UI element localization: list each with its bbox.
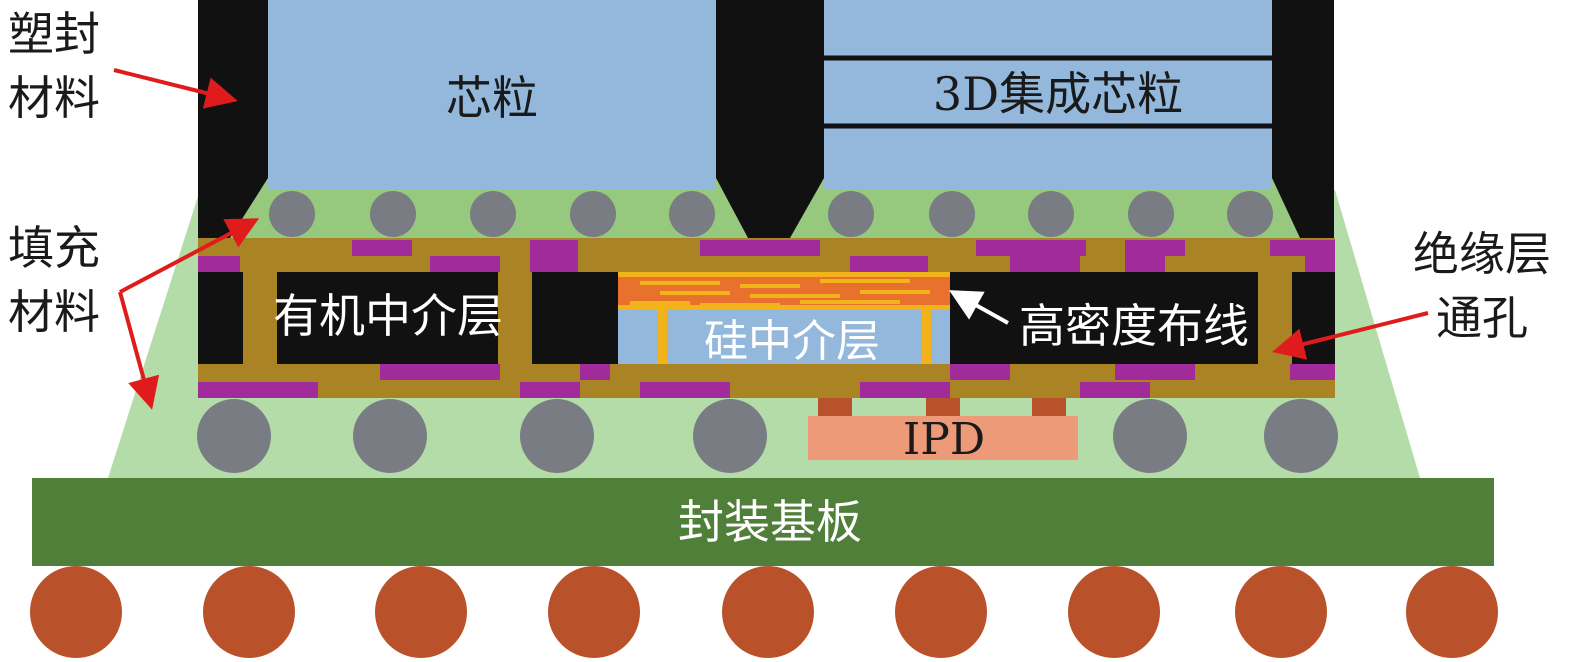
chiplet-label: 芯粒	[446, 71, 538, 125]
underfill-arrow-up	[119, 218, 260, 294]
ipd-pads	[818, 398, 1066, 416]
package-substrate	[32, 478, 1494, 566]
mold-right	[1272, 0, 1334, 238]
high-density-wiring-label: 高密度布线	[1019, 299, 1249, 353]
insulation-via-label-line2: 通孔	[1436, 291, 1528, 345]
underfill-material-label-line1: 填充	[8, 221, 100, 275]
underfill-arrow-down	[118, 291, 160, 410]
high-density-wiring-traces	[618, 272, 950, 364]
c4-bumps	[197, 399, 1338, 473]
mold-left	[198, 0, 268, 238]
silicon-interposer-label: 硅中介层	[704, 316, 880, 367]
bottom-rdl-insulation	[198, 364, 1335, 398]
micro-bumps	[269, 191, 1273, 237]
mold-material-label-line1: 塑封	[8, 7, 100, 61]
bga-solder-balls	[30, 566, 1498, 658]
mold-center	[716, 0, 824, 238]
mold-arrow	[113, 68, 238, 109]
ipd-label: IPD	[903, 414, 985, 465]
chiplet-die	[268, 0, 716, 190]
chiplet-3d-label: 3D集成芯粒	[933, 67, 1183, 121]
package-substrate-label: 封装基板	[678, 495, 862, 549]
top-rdl-insulation	[198, 240, 1335, 272]
insulation-via-arrow	[1272, 311, 1429, 360]
ipd-component	[808, 416, 1078, 460]
insulation-via-label-line1: 绝缘层	[1413, 227, 1551, 281]
chiplet-3d-stack	[824, 0, 1272, 190]
organic-interposer-label: 有机中介层	[273, 289, 503, 343]
mold-material-label-line2: 材料	[8, 71, 100, 125]
high-density-wiring-arrow	[949, 290, 1009, 325]
silicon-interposer-base	[618, 310, 950, 364]
underfill-material-label-line2: 材料	[8, 285, 100, 339]
